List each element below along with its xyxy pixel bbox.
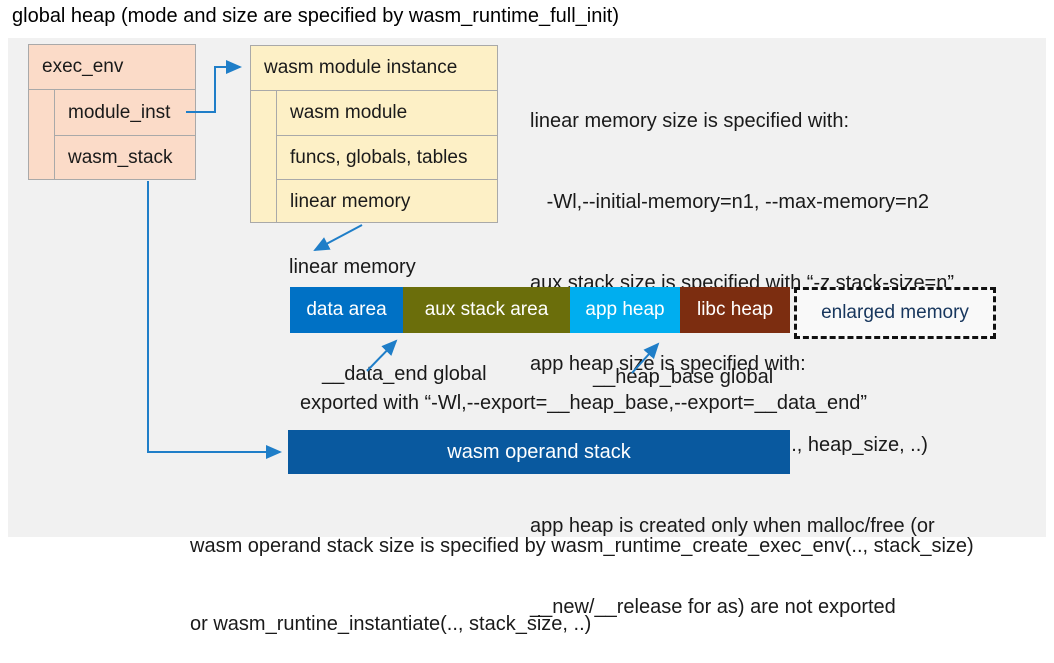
note-line: linear memory size is specified with:	[530, 110, 849, 132]
module-instance-header: wasm module instance	[251, 46, 497, 91]
footer-line: wasm operand stack size is specified by …	[190, 535, 974, 557]
note-line: -Wl,--initial-memory=n1, --max-memory=n2	[530, 191, 929, 213]
segment-aux-stack-area: aux stack area	[403, 287, 570, 333]
wasm-operand-stack-bar: wasm operand stack	[288, 430, 790, 474]
exec-env-row-wasm-stack: wasm_stack	[55, 135, 195, 180]
operand-stack-notes: wasm operand stack size is specified by …	[190, 481, 974, 663]
note-line: app heap is created only when malloc/fre…	[530, 515, 935, 537]
heap-base-global-label: __heap_base global	[593, 366, 774, 388]
module-instance-indent-strip	[251, 91, 276, 223]
linear-memory-bar: data area aux stack area app heap libc h…	[290, 287, 790, 333]
exec-env-row-module-inst: module_inst	[68, 101, 171, 123]
module-instance-row-wasm-module: wasm module	[290, 102, 408, 123]
segment-libc-heap: libc heap	[680, 287, 790, 333]
data-end-global-label: __data_end global	[322, 363, 487, 385]
diagram-title: global heap (mode and size are specified…	[12, 5, 619, 27]
module-instance-row-funcs-globals-tables: funcs, globals, tables	[277, 135, 497, 179]
exec-env-box: exec_env module_inst wasm_stack	[28, 44, 196, 180]
exec-env-indent-strip	[29, 90, 54, 180]
segment-data-area: data area	[290, 287, 403, 333]
linear-memory-label: linear memory	[289, 256, 416, 278]
segment-app-heap: app heap	[570, 287, 680, 333]
module-instance-box: wasm module instance wasm module funcs, …	[250, 45, 498, 223]
note-line: app heap size is specified with:	[530, 353, 806, 375]
segment-enlarged-memory: enlarged memory	[794, 287, 996, 339]
footer-line: or wasm_runtine_instantiate(.., stack_si…	[190, 613, 592, 635]
module-instance-row-linear-memory: linear memory	[277, 179, 497, 223]
exported-with-label: exported with “-Wl,--export=__heap_base,…	[300, 392, 867, 414]
exec-env-header: exec_env	[29, 45, 195, 90]
